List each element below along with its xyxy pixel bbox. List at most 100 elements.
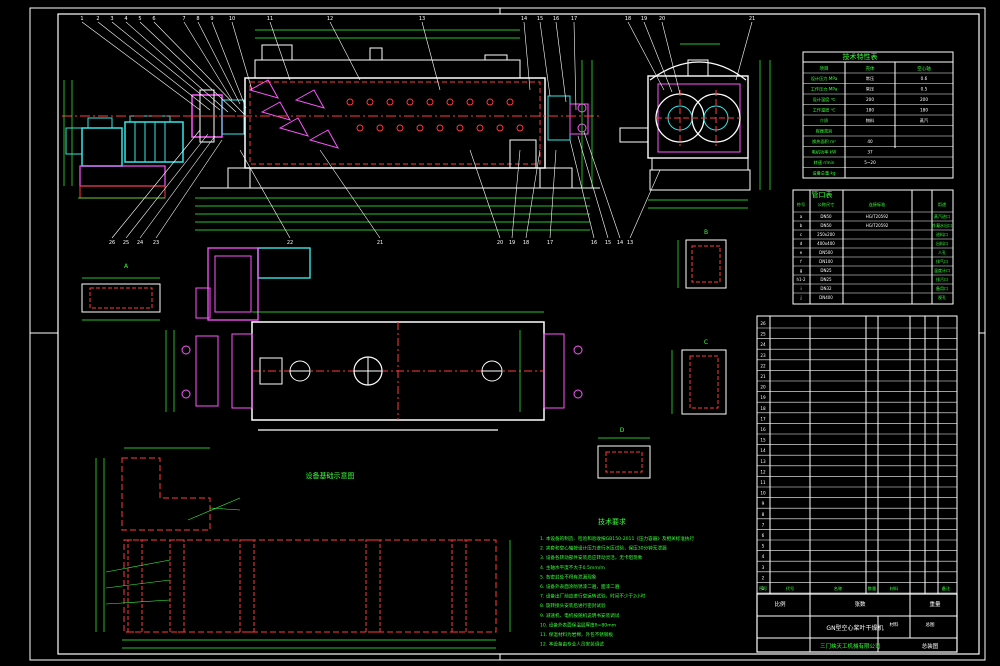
- bom-row-number: 11: [760, 480, 766, 485]
- nozzle-cell: i: [800, 286, 801, 291]
- bom-row-number: 12: [760, 469, 766, 474]
- spec-cell: 180: [920, 108, 928, 113]
- bom-row-number: 4: [762, 554, 765, 559]
- spec-cell: 常压: [866, 75, 874, 82]
- spec-cell: 设计压力 MPa: [811, 75, 838, 82]
- nozzle-cell: DN50: [820, 214, 832, 219]
- technical-note: 4. 主轴水平度不大于0.5mm/m: [540, 564, 605, 571]
- spec-cell: 工作压力 MPa: [811, 86, 838, 93]
- part-callout-number: 14: [521, 16, 527, 22]
- nozzle-cell: 进料口: [936, 231, 948, 237]
- bom-row-number: 13: [760, 459, 766, 464]
- section-a-label: A: [124, 263, 129, 270]
- feed-inlet: [261, 44, 293, 61]
- bom-row-number: 8: [762, 512, 765, 517]
- bom-row-number: 22: [760, 363, 766, 368]
- nozzle-cell: f: [800, 259, 802, 264]
- nozzle-cell: 400x400: [817, 241, 835, 246]
- nozzle-cell: DN50: [820, 223, 832, 228]
- nozzle-table-title: 管口表: [812, 190, 833, 199]
- bom-row-number: 18: [760, 406, 766, 411]
- part-callout-number: 17: [547, 240, 553, 246]
- nozzle-cell: 温度计口: [934, 267, 950, 273]
- title-stage: 总图: [926, 621, 935, 628]
- part-callout-number: 13: [627, 240, 633, 246]
- outer-frame: [29, 7, 986, 661]
- nozzle-header-cell: 符号: [797, 201, 805, 208]
- title-material-label: 材料: [890, 621, 899, 628]
- nozzle-cell: 视孔: [938, 294, 946, 300]
- technical-note: 2. 夹套和空心轴按设计压力进行水压试验，保压30分钟无泄漏: [540, 545, 667, 552]
- right-support: [539, 167, 573, 189]
- bom-row-number: 2: [762, 575, 765, 580]
- part-callout-number: 1: [80, 16, 83, 22]
- title-scale-label: 比例: [774, 600, 786, 608]
- part-callout-number: 18: [625, 16, 631, 22]
- nozzle-cell: a: [800, 214, 803, 219]
- spec-cell: 工作温度 ℃: [813, 107, 836, 114]
- part-callout-number: 21: [749, 16, 755, 22]
- nozzle-cell: DN500: [819, 250, 833, 255]
- bom-header-cell: 序号: [759, 585, 767, 592]
- part-callout-number: 19: [641, 16, 647, 22]
- spec-cell: 5~20: [864, 160, 876, 165]
- nozzle-cell: c: [800, 232, 802, 237]
- part-callout-number: 2: [96, 16, 99, 22]
- detail-view-b: [677, 239, 727, 289]
- heating-holes: [346, 98, 524, 132]
- nozzle-table: [792, 189, 954, 305]
- part-callout-number: 16: [553, 16, 559, 22]
- nozzle-cell: g: [800, 268, 803, 273]
- spec-cell: 常压: [866, 86, 874, 93]
- part-callout-number: 5: [138, 16, 141, 22]
- nozzle-cell: DN400: [819, 295, 833, 300]
- bom-header-cell: 备注: [942, 585, 951, 592]
- spec-cell: 200: [866, 97, 874, 102]
- nozzle-cell: 排气口: [936, 258, 948, 264]
- drive-motor: [124, 115, 184, 163]
- part-callout-number: 19: [509, 240, 515, 246]
- technical-note: 11. 保温材料为岩棉，外包不锈钢板: [540, 631, 613, 638]
- front-elevation: [62, 21, 621, 239]
- part-callout-number: 23: [153, 240, 159, 246]
- spec-cell: 37: [867, 150, 873, 155]
- spec-header-cell: 壳体: [866, 65, 875, 72]
- part-leaders-top: [81, 21, 577, 115]
- spec-cell: 电机功率 kW: [812, 149, 837, 156]
- spec-cell: 0.5: [921, 87, 928, 92]
- title-sheet-label: 张数: [854, 600, 866, 608]
- nozzle-header-cell: 连接标准: [869, 201, 886, 208]
- part-callout-number: 15: [537, 16, 543, 22]
- bom-row-number: 19: [760, 395, 766, 400]
- part-callout-number: 16: [591, 240, 597, 246]
- side-outlet: [619, 127, 649, 143]
- support-view-label: 设备基础示意图: [306, 471, 355, 480]
- part-callout-number: 21: [377, 240, 383, 246]
- front-dimensions: [63, 29, 593, 231]
- part-callout-number: 17: [571, 16, 577, 22]
- nozzle-cell: b: [800, 223, 803, 228]
- spec-cell: 200: [920, 97, 928, 102]
- part-callout-number: 4: [124, 16, 127, 22]
- left-support: [227, 167, 251, 189]
- spec-cell: 介质: [820, 117, 828, 124]
- part-callout-number: 20: [497, 240, 503, 246]
- technical-note: 5. 各密封处不得有泄漏现象: [540, 573, 597, 580]
- nozzle-cell: 250x200: [817, 232, 835, 237]
- bom-header-cell: 代号: [786, 585, 794, 592]
- part-callout-number: 14: [617, 240, 623, 246]
- part-callout-number: 26: [109, 240, 115, 246]
- part-callout-number: 8: [196, 16, 199, 22]
- nozzle-header-cell: 公称尺寸: [818, 201, 835, 208]
- technical-note: 8. 旋转接头安装后进行密封试验: [540, 602, 606, 609]
- drive-base: [79, 165, 166, 187]
- section-d-label: D: [620, 427, 625, 434]
- part-leaders-bottom: [111, 129, 621, 239]
- title-block: [756, 593, 958, 653]
- bom-row-number: 21: [760, 374, 766, 379]
- side-elevation: [619, 21, 771, 239]
- part-callout-number: 3: [110, 16, 113, 22]
- nozzle-cell: DN25: [820, 268, 832, 273]
